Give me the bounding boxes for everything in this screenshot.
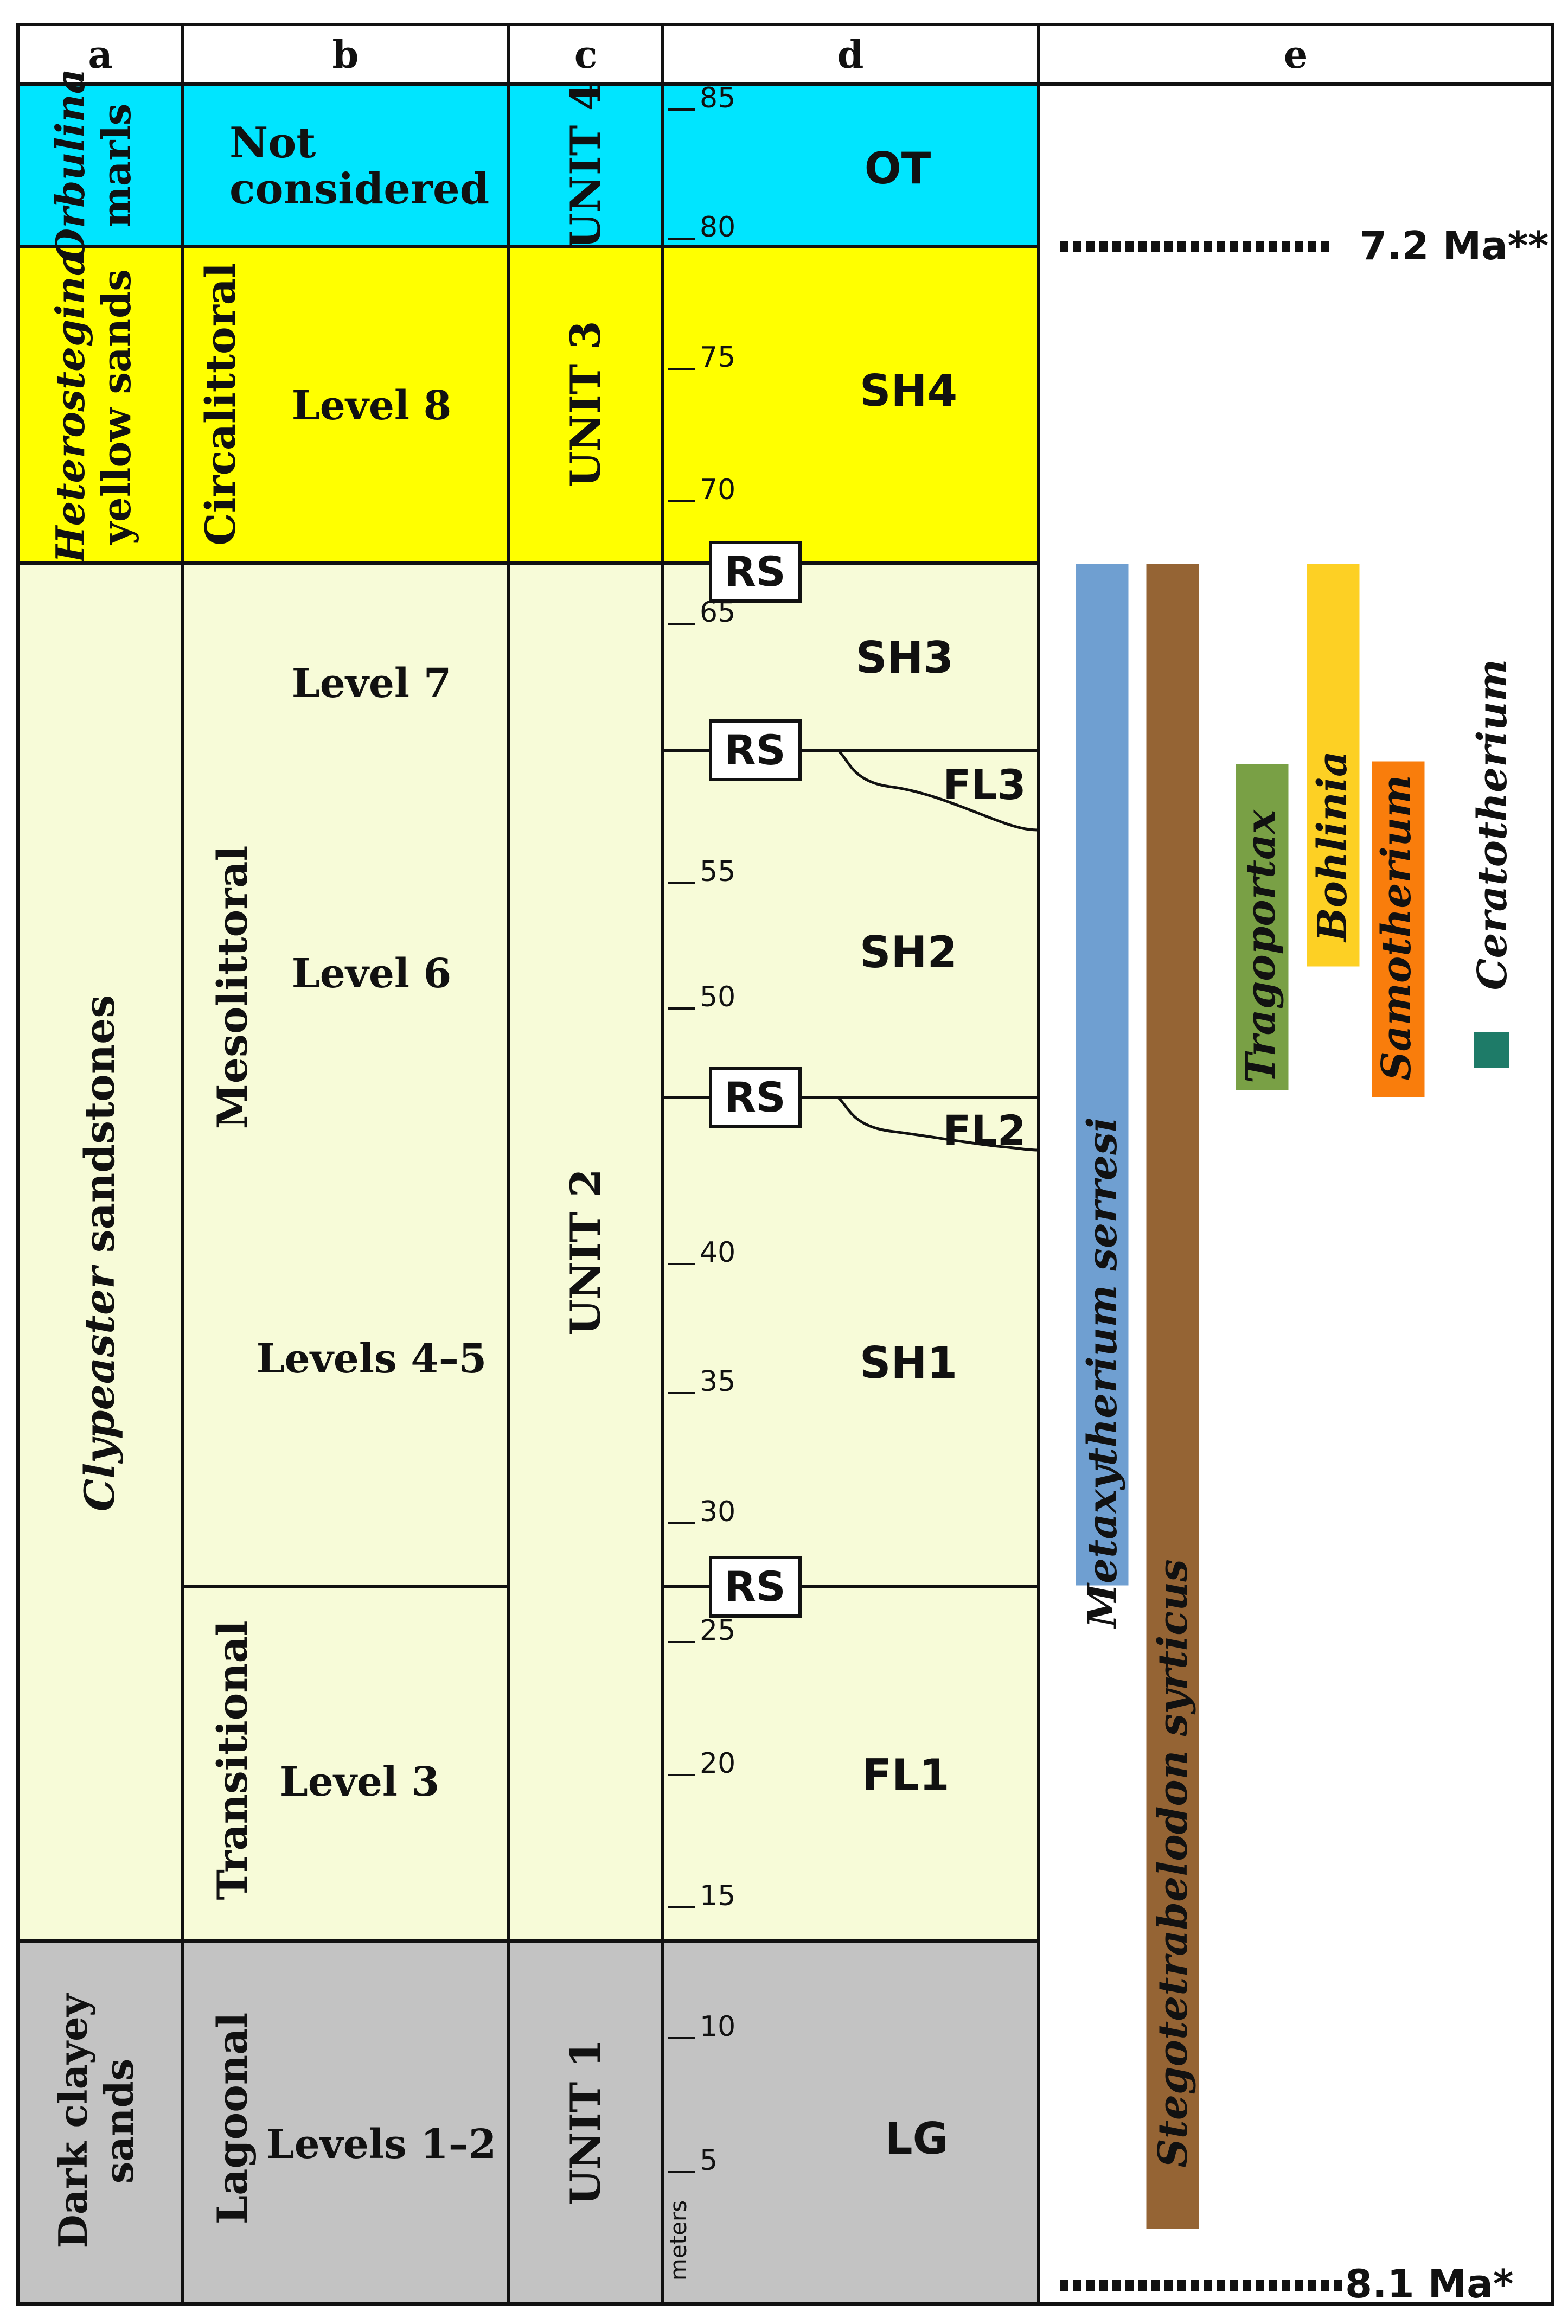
col-a-heterostegina: Heterostegina yellow sands xyxy=(47,251,139,564)
tick-label: 55 xyxy=(700,855,735,888)
taxon-label-ceratotherium: Ceratotherium xyxy=(1469,659,1516,991)
facies-sh2: SH2 xyxy=(860,927,957,978)
depth-scale xyxy=(668,108,695,2173)
taxon-label-samotherium: Samotherium xyxy=(1373,775,1420,1080)
band-unit2 xyxy=(18,563,1039,1941)
age-top-label: 7.2 Ma** xyxy=(1360,223,1548,269)
rs-box-3: RS xyxy=(709,1067,802,1128)
dark-label-line2: sands xyxy=(96,2059,142,2183)
taxon-label-tragoportax: Tragoportax xyxy=(1238,809,1284,1083)
col-a-clypeaster: Clypeaster sandstones xyxy=(75,995,124,1511)
meters-label: meters xyxy=(665,2200,692,2281)
tick-label: 35 xyxy=(700,1365,735,1398)
facies-sh4: SH4 xyxy=(860,366,957,416)
rs-label: RS xyxy=(724,547,785,596)
header-e: e xyxy=(1284,32,1308,77)
range-bar-metaxytherium xyxy=(1074,562,1130,1587)
tick-label: 20 xyxy=(700,1747,735,1780)
range-bar-stegotetrabelodon xyxy=(1144,562,1201,2231)
header-d: d xyxy=(837,32,864,77)
tick-label: 25 xyxy=(700,1614,735,1647)
tick-label: 80 xyxy=(700,211,735,244)
unit3-label: UNIT 3 xyxy=(561,321,610,487)
band-unit4 xyxy=(18,84,1039,247)
tick-label: 15 xyxy=(700,1880,735,1912)
not-considered-line1: Not xyxy=(229,118,316,168)
level3-label: Level 3 xyxy=(280,1759,440,1805)
rs-box-2: RS xyxy=(709,719,802,781)
rs-label: RS xyxy=(724,1562,785,1611)
facies-ot: OT xyxy=(865,143,931,194)
levels12-label: Levels 1–2 xyxy=(266,2121,497,2168)
facies-fl2: FL2 xyxy=(943,1106,1026,1154)
tick-label: 50 xyxy=(700,981,735,1013)
level7-label: Level 7 xyxy=(292,660,452,707)
level8-label: Level 8 xyxy=(292,382,452,429)
orbulina-label-line1: Orbulina xyxy=(47,68,93,262)
levels45-label: Levels 4–5 xyxy=(257,1336,487,1382)
depth-tick-labels: 5 10 15 20 25 30 35 40 50 55 65 70 75 80… xyxy=(700,82,735,2177)
range-bar-tragoportax xyxy=(1234,762,1290,1092)
clypeaster-label: Clypeaster sandstones xyxy=(75,995,124,1511)
heterostegina-label-line2: yellow sands xyxy=(93,269,139,545)
range-bar-bohlinia xyxy=(1305,562,1361,968)
tick-label: 85 xyxy=(700,82,735,114)
facies-fl3: FL3 xyxy=(943,761,1026,809)
transitional-label: Transitional xyxy=(208,1620,257,1900)
taxon-label-bohlinia: Bohlinia xyxy=(1309,751,1356,943)
tick-label: 70 xyxy=(700,474,735,506)
rs-label: RS xyxy=(724,1073,785,1121)
orbulina-label-line2: marls xyxy=(93,104,139,228)
facies-sh3: SH3 xyxy=(856,633,953,683)
band-unit1 xyxy=(18,1941,1039,2304)
band-unit3 xyxy=(18,247,1039,563)
col-a-orbulina: Orbulina marls xyxy=(47,68,139,262)
range-bar-samotherium xyxy=(1370,759,1426,1099)
header-b: b xyxy=(332,32,359,77)
unit1-label: UNIT 1 xyxy=(561,2039,610,2205)
header-a: a xyxy=(88,32,112,77)
circalittoral-label: Circalittoral xyxy=(196,263,245,546)
tick-label: 5 xyxy=(700,2144,718,2177)
col-a-dark-clayey: Dark clayey sands xyxy=(50,1993,142,2248)
range-bar-ceratotherium xyxy=(1474,1032,1509,1068)
lagoonal-label: Lagoonal xyxy=(208,2013,257,2225)
unit4-label: UNIT 4 xyxy=(561,82,610,248)
heterostegina-label-line1: Heterostegina xyxy=(47,251,93,564)
tick-label: 10 xyxy=(700,2010,735,2043)
taxon-label-metaxytherium: Metaxytherium serresi xyxy=(1079,1117,1126,1630)
facies-lg: LG xyxy=(885,2114,949,2164)
taxon-label-stegotetrabelodon: Stegotetrabelodon syrticus xyxy=(1150,1559,1196,2168)
age-bottom-label: 8.1 Ma* xyxy=(1345,2261,1514,2307)
mesolittoral-label: Mesolittoral xyxy=(208,846,257,1129)
tick-label: 75 xyxy=(700,341,735,374)
rs-label: RS xyxy=(724,726,785,774)
rs-box-1: RS xyxy=(709,541,802,603)
tick-label: 30 xyxy=(700,1496,735,1528)
facies-fl1: FL1 xyxy=(862,1750,949,1801)
facies-sh1: SH1 xyxy=(860,1338,957,1388)
header-c: c xyxy=(574,32,598,77)
not-considered-line2: considered xyxy=(229,164,489,214)
unit2-label: UNIT 2 xyxy=(561,1169,610,1335)
level6-label: Level 6 xyxy=(292,950,452,997)
dark-label-line1: Dark clayey xyxy=(50,1993,96,2248)
rs-box-4: RS xyxy=(709,1556,802,1618)
tick-label: 40 xyxy=(700,1236,735,1269)
